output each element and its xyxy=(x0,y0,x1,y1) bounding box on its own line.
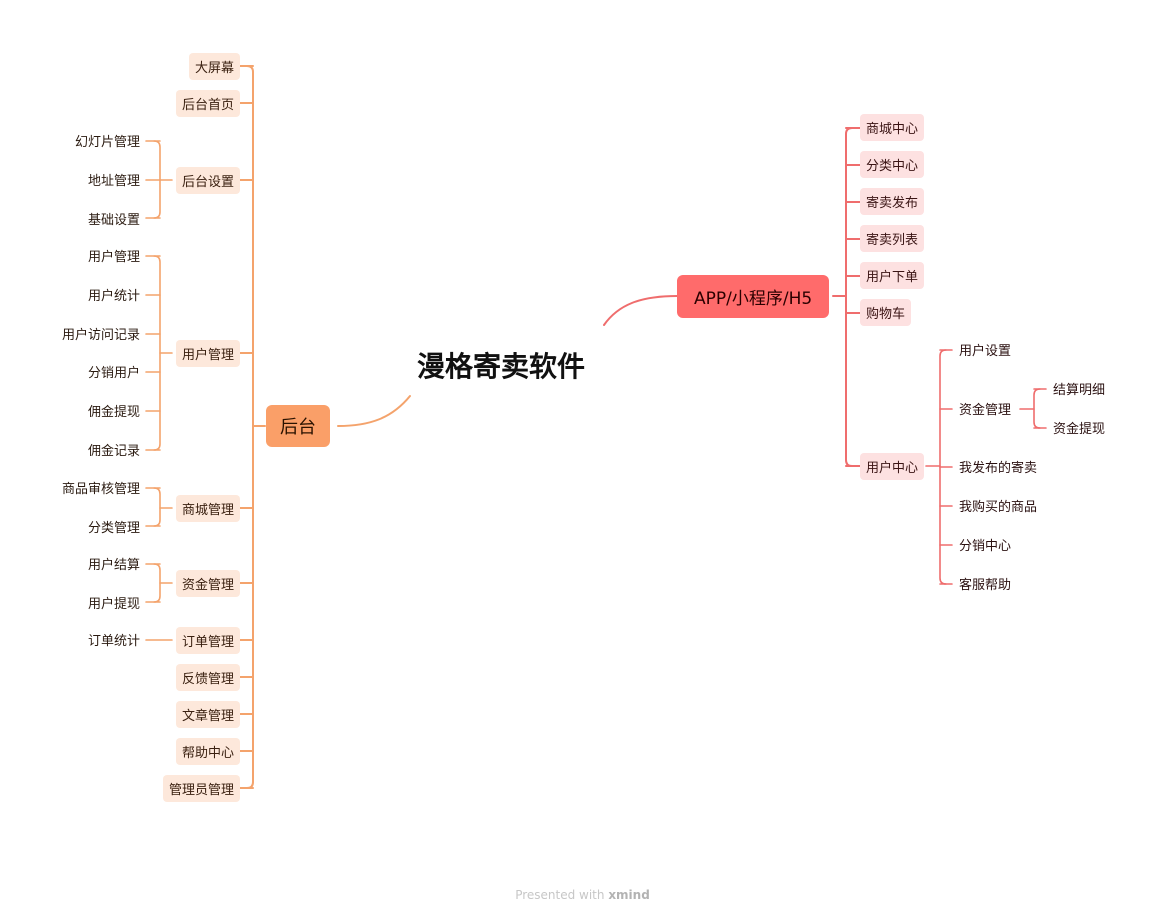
subtopic-mall-center[interactable]: 商城中心 xyxy=(860,114,925,141)
leaf-customer-help[interactable]: 客服帮助 xyxy=(959,578,1012,593)
main-topic-app[interactable]: APP/小程序/H5 xyxy=(677,275,830,318)
subtopic-user-center[interactable]: 用户中心 xyxy=(860,453,925,480)
group-user-management-bracket xyxy=(153,255,161,451)
leaf-my-consignments[interactable]: 我发布的寄卖 xyxy=(959,461,1038,476)
leaf-commission-withdrawal[interactable]: 佣金提现 xyxy=(87,405,140,420)
subtopic-order-management[interactable]: 订单管理 xyxy=(175,627,240,654)
link-central-backend xyxy=(337,395,411,427)
subtopic-help-center[interactable]: 帮助中心 xyxy=(175,738,240,765)
leaf-user-statistics[interactable]: 用户统计 xyxy=(87,289,140,304)
subtopic-large-screen[interactable]: 大屏幕 xyxy=(188,53,240,80)
footer-prefix: Presented with xyxy=(515,888,609,902)
leaf-user-settings[interactable]: 用户设置 xyxy=(959,344,1012,359)
group-mall-management-bracket xyxy=(153,487,161,527)
leaf-user-settlement[interactable]: 用户结算 xyxy=(87,558,140,573)
leaf-fund-management[interactable]: 资金管理 xyxy=(959,403,1012,418)
leaf-product-review[interactable]: 商品审核管理 xyxy=(61,482,140,497)
subtopic-consignment-publish[interactable]: 寄卖发布 xyxy=(860,188,925,215)
subtopic-user-management[interactable]: 用户管理 xyxy=(175,340,240,367)
leaf-fund-withdrawal[interactable]: 资金提现 xyxy=(1053,422,1106,437)
leaf-user-management[interactable]: 用户管理 xyxy=(87,250,140,265)
subtopic-shopping-cart[interactable]: 购物车 xyxy=(860,299,912,326)
leaf-settlement-details[interactable]: 结算明细 xyxy=(1053,383,1106,398)
link-central-app xyxy=(603,295,678,326)
subtopic-admin-home[interactable]: 后台首页 xyxy=(175,90,240,117)
subtopic-feedback-management[interactable]: 反馈管理 xyxy=(175,664,240,691)
leaf-user-withdrawal[interactable]: 用户提现 xyxy=(87,597,140,612)
leaf-my-purchases[interactable]: 我购买的商品 xyxy=(959,500,1038,515)
group-fund-bracket xyxy=(1033,388,1041,429)
leaf-address-management[interactable]: 地址管理 xyxy=(87,174,140,189)
watermark-footer: Presented with xmind xyxy=(0,888,1165,902)
subtopic-category-center[interactable]: 分类中心 xyxy=(860,151,925,178)
trunk-app xyxy=(845,127,853,467)
subtopic-article-management[interactable]: 文章管理 xyxy=(175,701,240,728)
subtopic-admin-settings[interactable]: 后台设置 xyxy=(175,167,240,194)
leaf-slideshow-management[interactable]: 幻灯片管理 xyxy=(74,135,140,150)
leaf-commission-records[interactable]: 佣金记录 xyxy=(87,444,140,459)
subtopic-fund-management[interactable]: 资金管理 xyxy=(175,570,240,597)
subtopic-consignment-list[interactable]: 寄卖列表 xyxy=(860,225,925,252)
subtopic-user-order[interactable]: 用户下单 xyxy=(860,262,925,289)
subtopic-admin-management[interactable]: 管理员管理 xyxy=(162,775,240,802)
leaf-order-statistics[interactable]: 订单统计 xyxy=(87,634,140,649)
group-fund-management-bracket xyxy=(153,563,161,603)
leaf-distribution-users[interactable]: 分销用户 xyxy=(87,366,140,381)
leaf-category-management[interactable]: 分类管理 xyxy=(87,521,140,536)
leaf-distribution-center[interactable]: 分销中心 xyxy=(959,539,1012,554)
leaf-basic-settings[interactable]: 基础设置 xyxy=(87,213,140,228)
trunk-backend xyxy=(246,65,254,789)
leaf-user-visit-records[interactable]: 用户访问记录 xyxy=(61,328,140,343)
footer-brand: xmind xyxy=(608,888,650,902)
main-topic-backend[interactable]: 后台 xyxy=(266,405,330,447)
central-topic[interactable]: 漫格寄卖软件 xyxy=(417,350,586,383)
subtopic-mall-management[interactable]: 商城管理 xyxy=(175,495,240,522)
